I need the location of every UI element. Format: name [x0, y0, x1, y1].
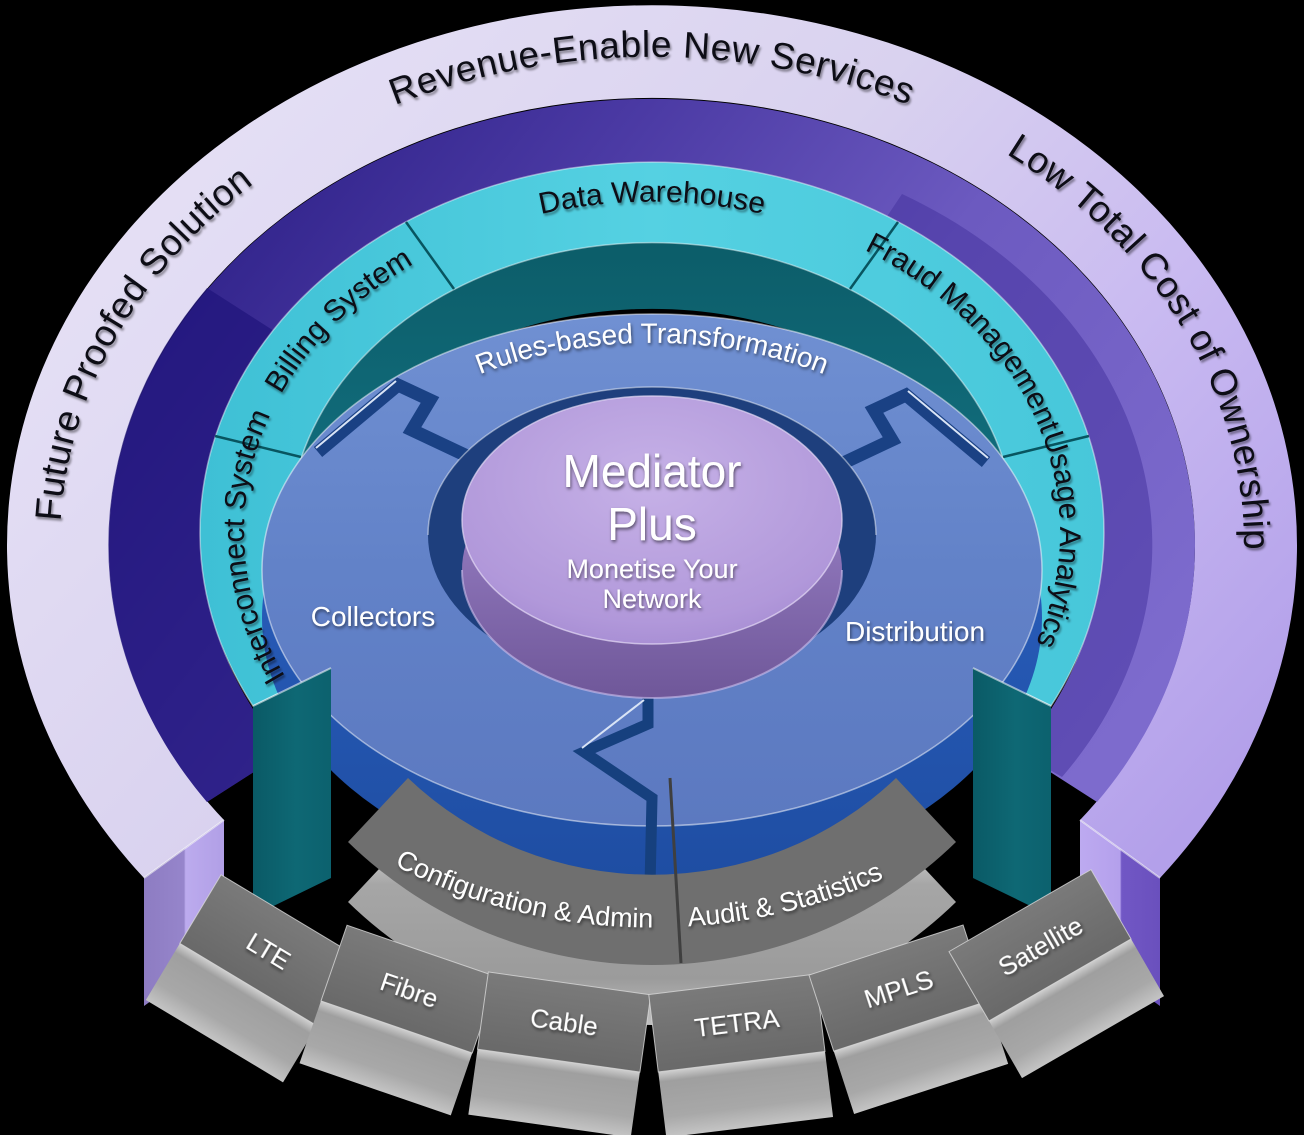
second-ring-swoosh-right	[876, 194, 1153, 777]
divider-interconnect-billing	[214, 434, 302, 459]
center-well-rim	[427, 386, 877, 536]
divider-datawarehouse-fraud	[848, 221, 900, 290]
modules-ring-end-right	[973, 668, 1051, 916]
key-top	[476, 971, 652, 1073]
modules-end-highlight-left	[252, 667, 332, 707]
center-medallion-bottom-rim	[461, 569, 843, 699]
modules-ring-ends	[252, 667, 1052, 916]
admin-arc-divider	[668, 777, 683, 964]
network-key-tetra: TETRA	[648, 973, 834, 1135]
outer-ring-face	[7, 5, 1298, 878]
modules-ring-face	[199, 161, 1105, 707]
second-ring-swoosh-left	[108, 288, 285, 802]
key-front	[145, 941, 319, 1083]
divider-billing-datawarehouse	[404, 221, 456, 290]
key-top	[648, 973, 826, 1073]
core-label-distribution: Distribution	[845, 616, 985, 647]
key-top	[948, 868, 1132, 1022]
key-front	[299, 998, 473, 1116]
network-keys: LTE Fibre Cable TETRA MPLS Satellite	[145, 868, 1165, 1135]
network-key-fibre: Fibre	[299, 924, 499, 1116]
outer-ring-edge-highlight-right	[1079, 819, 1161, 879]
core-disc	[261, 313, 1043, 887]
center-medallion-top	[461, 395, 843, 645]
divider-fraud-usage	[1002, 434, 1090, 459]
network-key-cable: Cable	[468, 971, 652, 1135]
second-ring	[108, 98, 1196, 803]
key-front	[658, 1049, 834, 1135]
network-key-lte: LTE	[145, 874, 359, 1083]
key-front	[468, 1047, 641, 1135]
network-key-satellite: Satellite	[948, 868, 1165, 1079]
modules-ring-end-left	[253, 668, 331, 916]
core-label-collectors: Collectors	[311, 601, 435, 632]
center-subtitle-line2: Network	[602, 584, 702, 614]
notch-left-highlight	[315, 380, 397, 449]
notch-right-highlight	[907, 390, 989, 459]
key-front	[833, 999, 1009, 1114]
center-title-line2: Plus	[607, 498, 696, 550]
center-subtitle-line1: Monetise Your	[566, 554, 737, 584]
network-key-mpls: MPLS	[808, 924, 1009, 1114]
notch-bottom-highlight	[581, 699, 645, 749]
notch-bottom-split	[572, 694, 658, 887]
center-title-line1: Mediator	[563, 445, 742, 497]
module-dividers	[214, 221, 1090, 459]
admin-arc-face	[348, 778, 956, 965]
modules-end-highlight-right	[972, 667, 1052, 707]
outer-ring-edge-highlight-left	[143, 819, 225, 879]
key-front	[987, 937, 1165, 1079]
